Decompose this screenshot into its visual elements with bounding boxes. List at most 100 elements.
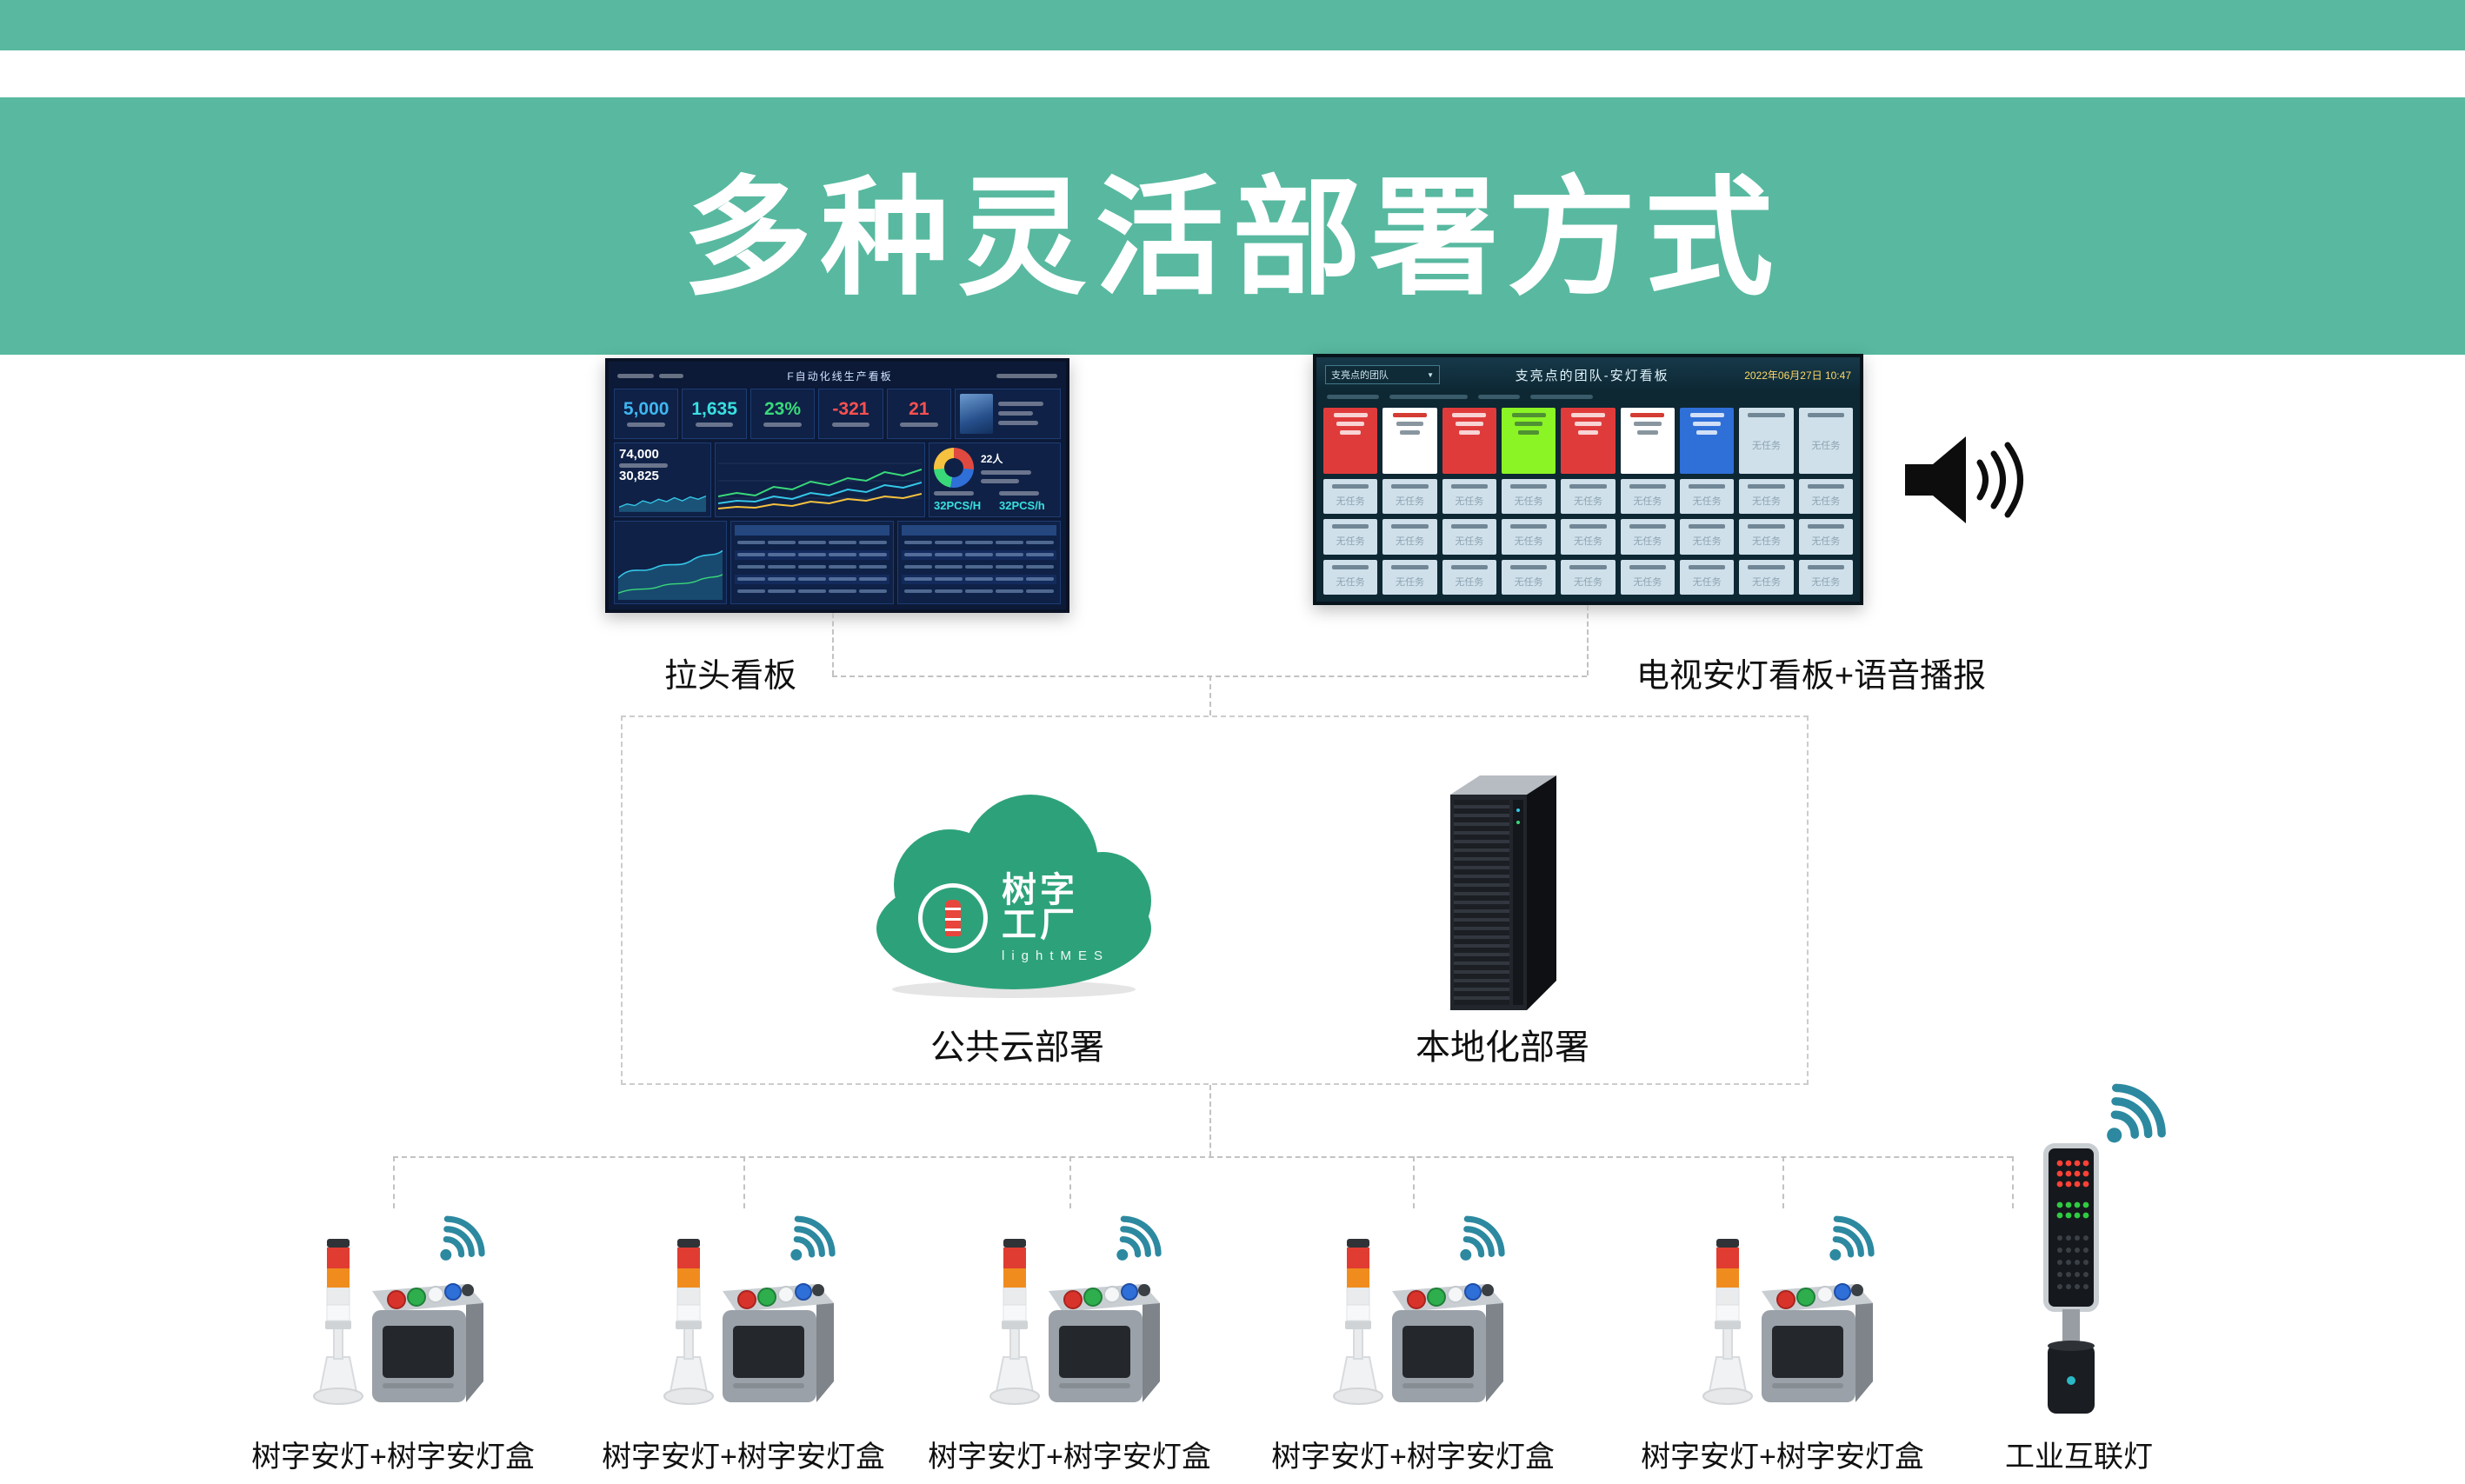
andon-device-group xyxy=(965,1204,1174,1421)
rate-plan: 32PCS/H xyxy=(934,498,982,512)
andon-box xyxy=(1762,1283,1873,1402)
tile-idle-text: 无任务 xyxy=(1573,536,1602,548)
wifi-icon xyxy=(790,1215,836,1261)
andon-tile: 无任务 xyxy=(1679,519,1735,555)
cloud-deployment: 树字工厂 lightMES xyxy=(852,782,1176,1000)
staff-panel: 22人 32PCS/H 32PCS/h xyxy=(929,442,1061,517)
tile-idle-text: 无任务 xyxy=(1514,536,1543,548)
speaker-icon xyxy=(1905,436,2023,523)
andon-title: 支亮点的团队-安灯看板 xyxy=(1515,368,1669,383)
tile-idle-text: 无任务 xyxy=(1811,576,1841,588)
kpi-row: 5,000 1,635 23% -321 21 xyxy=(614,388,1061,439)
signal-tower xyxy=(989,1239,1040,1405)
chevron-down-icon: ▼ xyxy=(1427,370,1434,379)
andon-tile: 无任务 xyxy=(1323,479,1378,515)
team-dropdown-label: 支亮点的团队 xyxy=(1331,370,1389,381)
tile-idle-text: 无任务 xyxy=(1573,576,1602,588)
kpi-stat: 23% xyxy=(749,388,816,439)
tile-idle-text: 无任务 xyxy=(1633,496,1662,508)
andon-tile: 无任务 xyxy=(1739,408,1794,474)
andon-tile: 无任务 xyxy=(1561,479,1616,515)
andon-tile: 无任务 xyxy=(1798,519,1853,555)
andon-tile: 无任务 xyxy=(1382,559,1437,595)
industrial-tower-light xyxy=(1995,1076,2169,1426)
label-local-deploy: 本地化部署 xyxy=(1416,1028,1589,1067)
connector-line xyxy=(393,1156,395,1208)
andon-box xyxy=(723,1283,834,1402)
data-table xyxy=(897,520,1061,604)
production-dashboard: F自动化线生产看板 5,000 1,635 23% -321 21 74,000 30,… xyxy=(605,358,1069,613)
andon-tile: 无任务 xyxy=(1739,519,1794,555)
andon-tile: 无任务 xyxy=(1382,479,1437,515)
deployment-zone-box xyxy=(621,715,1809,1085)
signal-tower xyxy=(1333,1239,1383,1405)
signal-tower xyxy=(663,1239,714,1405)
andon-device-graphic xyxy=(1702,1215,1875,1405)
total-plan: 74,000 xyxy=(619,446,659,462)
connector-line xyxy=(1587,605,1589,675)
wifi-icon xyxy=(440,1215,485,1261)
total-actual: 30,825 xyxy=(619,469,659,484)
andon-tile: 无任务 xyxy=(1739,479,1794,515)
dashboard-title: F自动化线生产看板 xyxy=(787,369,893,383)
label-andon-set: 树字安灯+树字安灯盒 xyxy=(251,1441,535,1474)
wifi-icon xyxy=(2107,1083,2166,1143)
andon-box xyxy=(1049,1283,1160,1402)
label-andon-set: 树字安灯+树字安灯盒 xyxy=(1641,1441,1924,1474)
andon-tile: 无任务 xyxy=(1561,559,1616,595)
tile-idle-text: 无任务 xyxy=(1395,496,1424,508)
device-labels: 树字安灯+树字安灯盒树字安灯+树字安灯盒树字安灯+树字安灯盒树字安灯+树字安灯盒… xyxy=(0,1433,2465,1476)
label-andon-set: 树字安灯+树字安灯盒 xyxy=(1271,1441,1555,1474)
label-public-cloud: 公共云部署 xyxy=(930,1028,1104,1067)
sparkline-chart xyxy=(619,495,706,512)
team-dropdown: 支亮点的团队 ▼ xyxy=(1325,365,1440,384)
andon-device-group xyxy=(289,1204,497,1421)
line-chart xyxy=(717,463,923,509)
andon-tile: 无任务 xyxy=(1323,519,1378,555)
device-row xyxy=(0,1204,2465,1430)
andon-tile xyxy=(1679,408,1735,474)
andon-device-group xyxy=(639,1204,848,1421)
kpi-value: 23% xyxy=(764,399,802,420)
tile-idle-text: 无任务 xyxy=(1395,576,1424,588)
tile-idle-text: 无任务 xyxy=(1455,536,1484,548)
kpi-stat: -321 xyxy=(818,388,883,439)
wifi-icon xyxy=(1460,1215,1505,1261)
tile-idle-text: 无任务 xyxy=(1336,496,1365,508)
tile-idle-text: 无任务 xyxy=(1692,536,1722,548)
andon-device-group xyxy=(1678,1204,1887,1421)
andon-tile: 无任务 xyxy=(1323,559,1378,595)
andon-tile: 无任务 xyxy=(1442,559,1496,595)
totals-panel: 74,000 30,825 xyxy=(614,442,711,517)
andon-device-graphic xyxy=(313,1215,485,1405)
kpi-stat: 1,635 xyxy=(682,388,747,439)
andon-tile: 无任务 xyxy=(1798,408,1853,474)
andon-device-group xyxy=(1309,1204,1517,1421)
connector-line xyxy=(1413,1156,1415,1208)
connector-line xyxy=(393,1156,2012,1158)
area-chart-panel xyxy=(614,520,727,604)
label-pull-board: 拉头看板 xyxy=(663,658,796,695)
andon-device-graphic xyxy=(1333,1215,1505,1405)
andon-device-graphic xyxy=(663,1215,836,1405)
tile-idle-text: 无任务 xyxy=(1811,496,1841,508)
cloud-logo: 树字工厂 lightMES xyxy=(917,871,1109,963)
donut-chart xyxy=(934,447,974,488)
operator-photo xyxy=(960,393,993,434)
tile-idle-text: 无任务 xyxy=(1751,576,1781,588)
connector-line xyxy=(1209,1085,1211,1156)
kpi-value: 21 xyxy=(909,399,929,420)
kpi-value: 5,000 xyxy=(623,399,670,420)
andon-tile: 无任务 xyxy=(1798,559,1853,595)
andon-header: 支亮点的团队 ▼ 支亮点的团队-安灯看板 2022年06月27日 10:47 xyxy=(1316,357,1860,392)
stats-row: 5,000 1,635 23% -321 21 xyxy=(614,388,952,439)
tile-idle-text: 无任务 xyxy=(1751,536,1781,548)
logo-title: 树字工厂 xyxy=(1001,871,1078,944)
andon-tile: 无任务 xyxy=(1739,559,1794,595)
tile-idle-text: 无任务 xyxy=(1811,441,1841,451)
andon-tile: 无任务 xyxy=(1501,519,1556,555)
andon-tile xyxy=(1442,408,1496,474)
andon-tile: 无任务 xyxy=(1620,559,1675,595)
data-table xyxy=(730,520,894,604)
